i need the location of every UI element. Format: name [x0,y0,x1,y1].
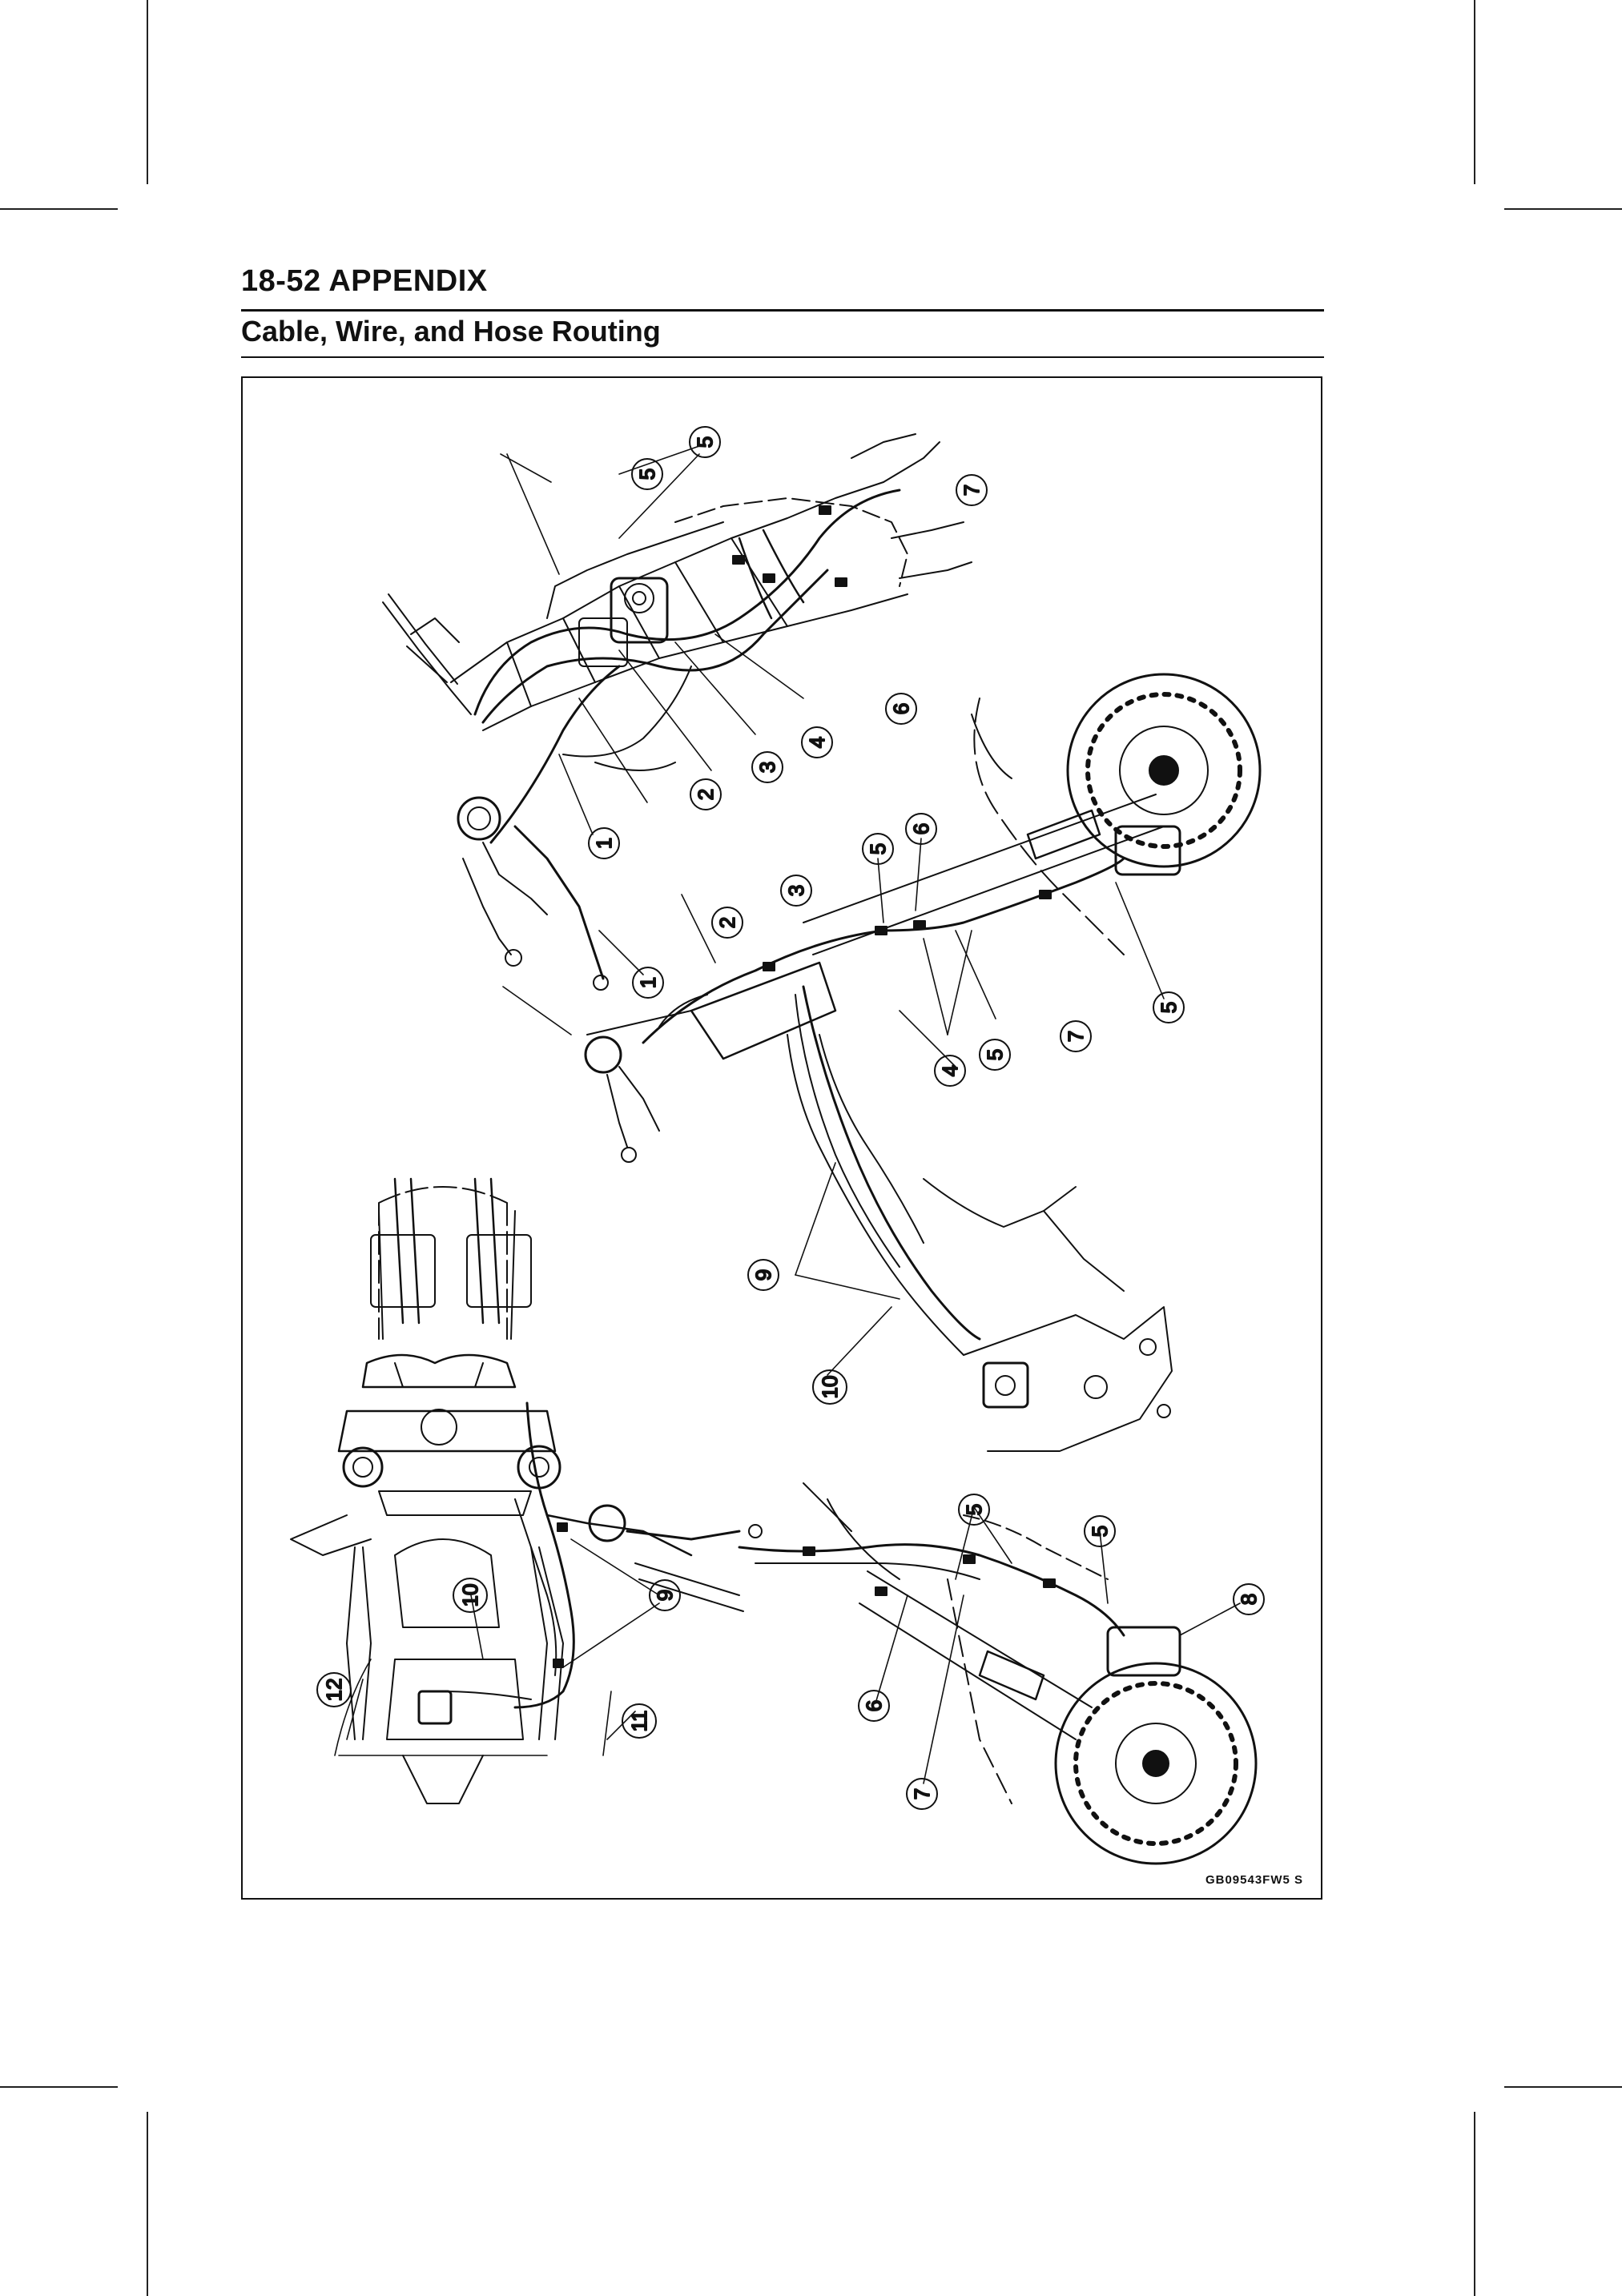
front-view-illustration [290,1177,763,1804]
side-leaders [502,838,1165,1376]
svg-text:10: 10 [818,1376,842,1399]
callout-fork-6: 6 [858,1690,890,1722]
callout-side-5c: 5 [979,1039,1011,1071]
svg-text:6: 6 [862,1700,886,1711]
fork-detail-illustration [738,1482,1258,1865]
callout-top-5a: 5 [631,458,663,490]
svg-text:2: 2 [694,789,718,800]
callout-side-4: 4 [934,1055,966,1087]
callout-top-7: 7 [956,474,988,506]
callout-front-9: 9 [649,1579,681,1611]
crop-mark [1474,2112,1475,2296]
callout-top-6: 6 [885,693,917,725]
callout-side-6: 6 [905,813,937,845]
routing-figure: 5 5 7 6 4 3 2 [241,376,1322,1900]
callout-side-5b: 5 [1153,991,1185,1023]
callout-top-4: 4 [801,726,833,758]
svg-text:5: 5 [962,1504,986,1515]
svg-text:9: 9 [653,1590,677,1601]
callout-fork-5a: 5 [958,1494,990,1526]
callout-top-3: 3 [751,751,783,783]
svg-text:3: 3 [784,885,808,896]
svg-text:5: 5 [983,1049,1007,1060]
callout-side-10: 10 [812,1369,847,1405]
callout-side-2: 2 [711,907,743,939]
svg-text:3: 3 [755,762,779,773]
svg-text:5: 5 [635,468,659,480]
svg-text:12: 12 [322,1679,346,1702]
section-rule [241,356,1324,358]
svg-text:6: 6 [909,823,933,834]
callout-front-12: 12 [316,1672,352,1707]
svg-text:5: 5 [866,843,890,854]
svg-text:8: 8 [1237,1594,1261,1605]
callout-fork-5b: 5 [1084,1515,1116,1547]
svg-text:2: 2 [715,917,739,928]
header-rule [241,309,1324,312]
svg-text:6: 6 [889,703,913,714]
side-view-illustration [584,673,1262,1452]
callout-side-9: 9 [747,1259,779,1291]
section-title: Cable, Wire, and Hose Routing [241,315,661,348]
svg-text:7: 7 [1064,1031,1088,1042]
page-title: 18-52 APPENDIX [241,264,488,298]
crop-mark [147,0,148,184]
crop-mark [147,2112,148,2296]
svg-text:5: 5 [693,436,717,448]
svg-text:5: 5 [1157,1002,1181,1013]
crop-mark [1474,0,1475,184]
svg-text:7: 7 [960,485,984,496]
svg-text:1: 1 [592,838,616,849]
svg-text:5: 5 [1088,1526,1112,1537]
callout-top-1: 1 [588,827,620,859]
svg-text:11: 11 [627,1711,651,1732]
routing-illustration: 5 5 7 6 4 3 2 [290,426,1265,1865]
callout-top-2: 2 [690,778,722,810]
svg-text:9: 9 [751,1269,775,1281]
svg-text:4: 4 [805,737,829,748]
callout-fork-8: 8 [1233,1583,1265,1615]
callouts: 5 5 7 6 4 3 2 [316,426,1265,1810]
front-leaders [346,1538,660,1740]
top-view-illustration [382,433,972,991]
fork-leaders [875,1506,1241,1784]
callout-top-5b: 5 [689,426,721,458]
callout-side-7: 7 [1060,1020,1092,1052]
callout-side-3: 3 [780,875,812,907]
callout-fork-7: 7 [906,1778,938,1810]
callout-front-11: 11 [622,1703,657,1739]
crop-mark [0,208,118,210]
callout-side-5a: 5 [862,833,894,865]
svg-text:7: 7 [910,1788,934,1799]
callout-front-10: 10 [453,1578,488,1613]
svg-text:1: 1 [636,977,660,988]
figure-code: GB09543FW5 S [1205,1873,1303,1887]
crop-mark [1504,2086,1622,2088]
crop-mark [1504,208,1622,210]
callout-side-1: 1 [632,967,664,999]
svg-text:10: 10 [458,1584,482,1607]
svg-text:4: 4 [938,1065,962,1076]
crop-mark [0,2086,118,2088]
